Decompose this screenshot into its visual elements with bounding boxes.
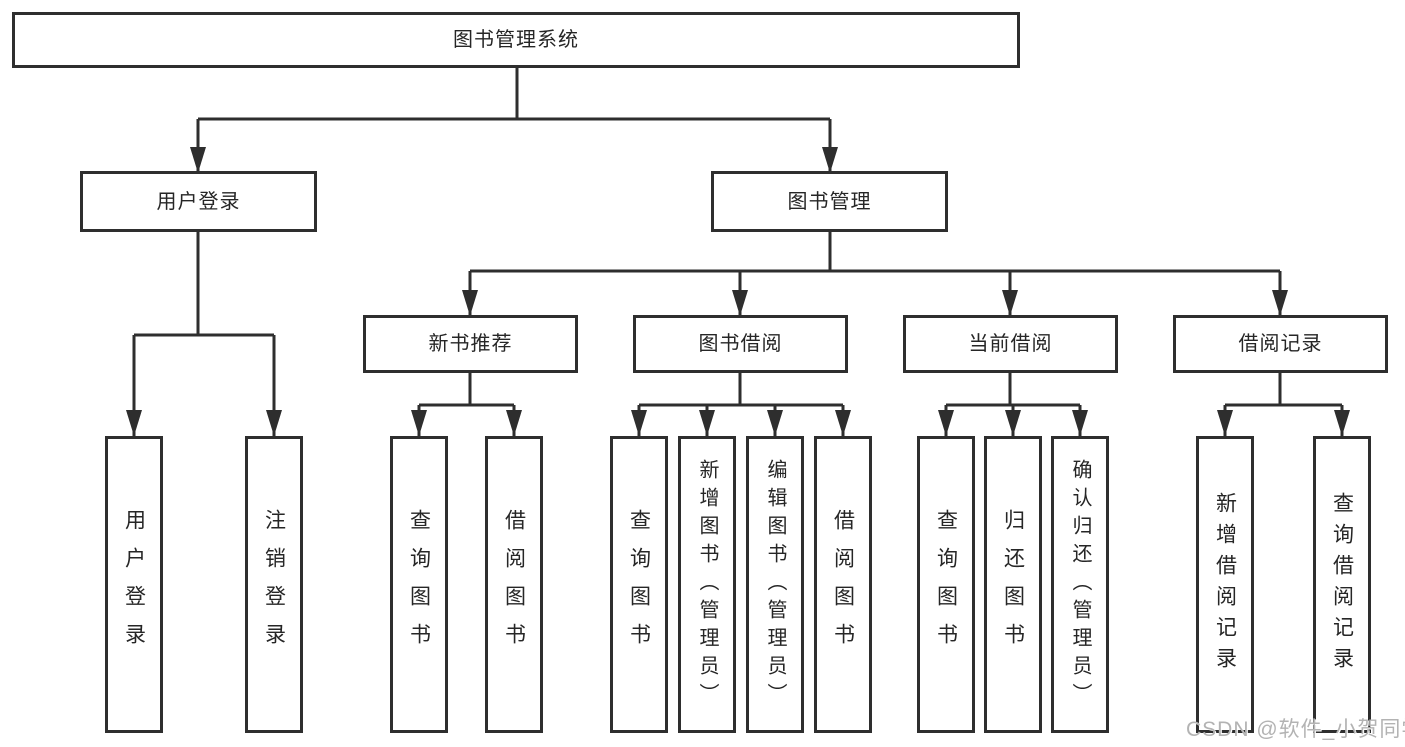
arrowhead-icons: [126, 147, 1350, 436]
node-book-management: 图书管理: [711, 171, 948, 232]
node-root-library-system: 图书管理系统: [12, 12, 1020, 68]
leaf-user-login: 用户登录: [105, 436, 163, 733]
leaf-borrow-book-recommend: 借阅图书: [485, 436, 543, 733]
leaf-edit-book-admin: 编辑图书（管理员）: [746, 436, 804, 733]
node-new-book-recommend: 新书推荐: [363, 315, 578, 373]
leaf-return-book: 归还图书: [984, 436, 1042, 733]
node-book-borrow: 图书借阅: [633, 315, 848, 373]
leaf-query-book-current: 查询图书: [917, 436, 975, 733]
node-borrow-records: 借阅记录: [1173, 315, 1388, 373]
leaf-query-book-recommend: 查询图书: [390, 436, 448, 733]
leaf-add-borrow-record: 新增借阅记录: [1196, 436, 1254, 733]
node-current-borrow: 当前借阅: [903, 315, 1118, 373]
leaf-confirm-return-admin: 确认归还（管理员）: [1051, 436, 1109, 733]
leaf-query-borrow-record: 查询借阅记录: [1313, 436, 1371, 733]
watermark: CSDN @软件_小贺同学: [1186, 718, 1405, 741]
connector-edges: [132, 68, 1344, 436]
leaf-logout-login: 注销登录: [245, 436, 303, 733]
node-user-login: 用户登录: [80, 171, 317, 232]
leaf-query-book-borrow: 查询图书: [610, 436, 668, 733]
leaf-borrow-book: 借阅图书: [814, 436, 872, 733]
leaf-add-book-admin: 新增图书（管理员）: [678, 436, 736, 733]
